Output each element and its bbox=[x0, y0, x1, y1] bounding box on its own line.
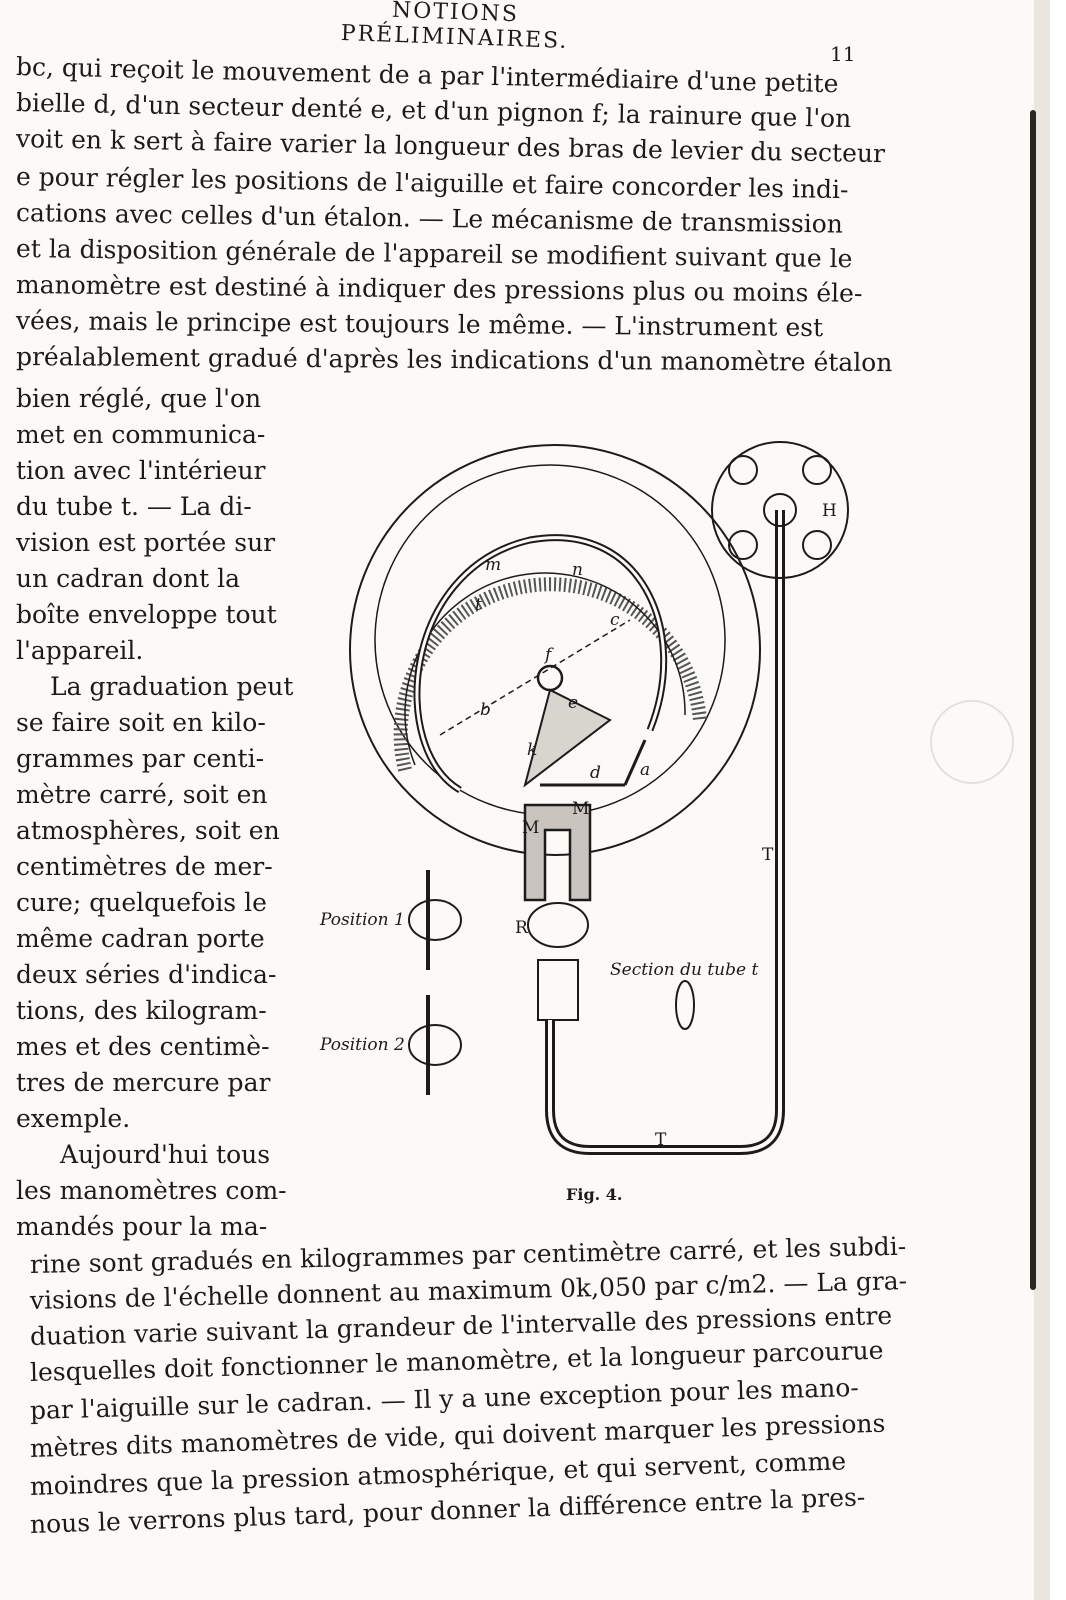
position1-valve bbox=[408, 899, 462, 941]
label-a: a bbox=[640, 760, 650, 780]
text-line: mes et des centimè- bbox=[16, 1032, 270, 1061]
book-spine bbox=[1034, 0, 1050, 1600]
text-line: tion avec l'intérieur bbox=[16, 456, 266, 485]
text-line: mandés pour la ma- bbox=[16, 1212, 268, 1241]
bourdon-tube-inner bbox=[415, 536, 666, 792]
label-n: n bbox=[572, 560, 583, 580]
needle bbox=[439, 619, 631, 736]
label-position1: Position 1 bbox=[319, 910, 405, 930]
manometer-drawing: H T T M M R a b c d e f k m n t Position… bbox=[319, 441, 849, 1204]
toothed-sector bbox=[523, 688, 612, 788]
label-c: c bbox=[610, 610, 620, 630]
text-line: tres de mercure par bbox=[16, 1068, 271, 1097]
page-number: 11 bbox=[830, 42, 856, 66]
label-T-right: T bbox=[762, 845, 774, 865]
binding-edge bbox=[1030, 110, 1036, 1290]
label-k: k bbox=[527, 740, 537, 760]
flange-bolt bbox=[728, 455, 758, 485]
text-line: Aujourd'hui tous bbox=[60, 1140, 271, 1169]
label-e: e bbox=[568, 693, 578, 713]
label-section: Section du tube t bbox=[610, 960, 758, 980]
text-line: boîte enveloppe tout bbox=[16, 600, 277, 629]
figure-manometer: H T T M M R a b c d e f k m n t Position… bbox=[310, 430, 870, 1210]
pipe-T-inner bbox=[548, 510, 782, 1152]
text-line: exemple. bbox=[16, 1104, 131, 1133]
text-line: tions, des kilogram- bbox=[16, 996, 267, 1025]
running-title: NOTIONS PRÉLIMINAIRES. bbox=[340, 0, 569, 54]
label-M-left: M bbox=[522, 818, 539, 838]
label-b: b bbox=[480, 700, 491, 720]
link-a bbox=[623, 739, 647, 786]
text-line: se faire soit en kilo- bbox=[16, 708, 266, 737]
text-line: un cadran dont la bbox=[16, 564, 241, 593]
text-line: l'appareil. bbox=[16, 636, 144, 665]
text-line: du tube t. — La di- bbox=[16, 492, 252, 521]
text-line: les manomètres com- bbox=[16, 1176, 287, 1205]
dial-case-outline bbox=[349, 444, 761, 856]
flange-bolt bbox=[802, 455, 832, 485]
text-line: mètre carré, soit en bbox=[16, 780, 268, 809]
flange-bolt bbox=[802, 530, 832, 560]
text-line: bien réglé, que l'on bbox=[16, 384, 262, 413]
text-line: vision est portée sur bbox=[16, 528, 276, 557]
text-line: atmosphères, soit en bbox=[16, 816, 280, 845]
figure-caption: Fig. 4. bbox=[566, 1185, 622, 1204]
flange-bolt bbox=[728, 530, 758, 560]
label-position2: Position 2 bbox=[319, 1035, 405, 1055]
text-line: La graduation peut bbox=[50, 672, 294, 701]
flange-H bbox=[711, 441, 849, 579]
label-T-bottom: T bbox=[655, 1130, 667, 1150]
label-d: d bbox=[590, 763, 601, 783]
text-line: met en communica- bbox=[16, 420, 266, 449]
flange-center bbox=[763, 493, 797, 527]
label-M-top: M bbox=[572, 799, 589, 819]
position2-valve bbox=[408, 1024, 462, 1066]
tube-section-ellipse bbox=[675, 980, 695, 1030]
text-line: même cadran porte bbox=[16, 924, 265, 953]
text-line: préalablement gradué d'après les indicat… bbox=[15, 342, 893, 378]
pinion bbox=[536, 664, 564, 692]
paper-stain bbox=[930, 700, 1014, 784]
valve-r bbox=[527, 902, 589, 948]
text-line: grammes par centi- bbox=[16, 744, 265, 773]
text-line: cure; quelquefois le bbox=[16, 888, 267, 917]
text-line: deux séries d'indica- bbox=[16, 960, 277, 989]
text-line: vées, mais le principe est toujours le m… bbox=[15, 306, 824, 343]
label-m: m bbox=[485, 555, 501, 575]
coupling bbox=[537, 959, 579, 1021]
label-H: H bbox=[822, 501, 837, 521]
text-line: centimètres de mer- bbox=[16, 852, 273, 881]
label-f: f bbox=[543, 645, 554, 665]
label-R: R bbox=[515, 918, 529, 938]
label-t: t bbox=[475, 595, 482, 615]
socket-stem bbox=[523, 803, 592, 902]
